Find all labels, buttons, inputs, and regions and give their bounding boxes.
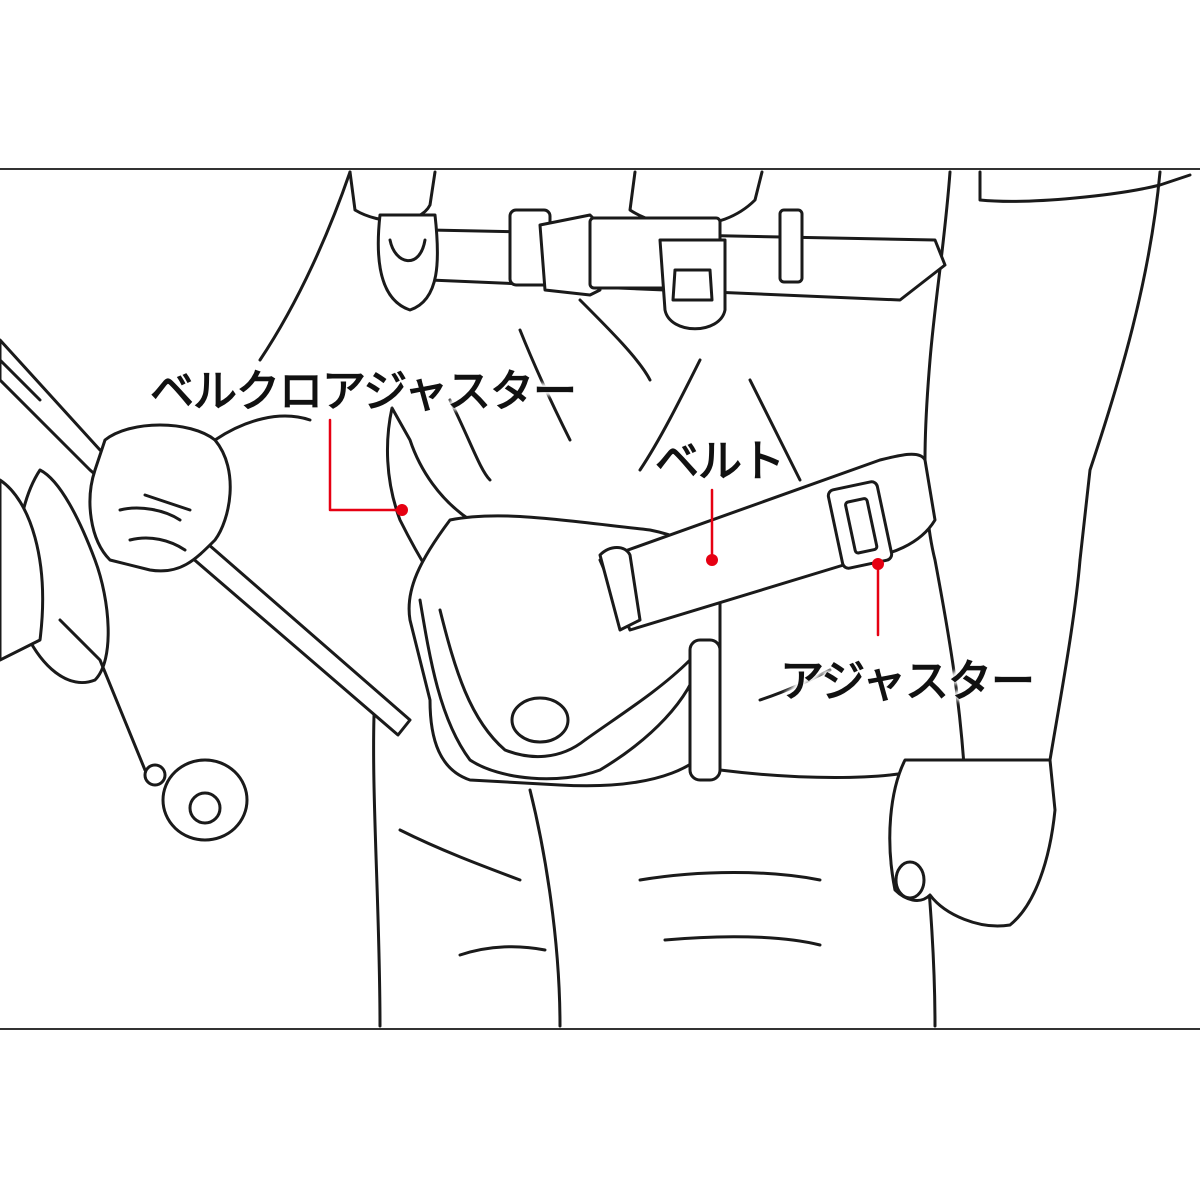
label-adjuster: アジャスター bbox=[780, 656, 1035, 707]
label-belt: ベルト bbox=[655, 436, 785, 487]
leader-velcro-adjuster bbox=[328, 418, 404, 512]
bottom-frame-border bbox=[0, 1028, 1200, 1030]
left-hand bbox=[88, 414, 312, 573]
leader-dot-velcro-adjuster bbox=[396, 504, 408, 516]
top-frame-border bbox=[0, 168, 1200, 170]
label-velcro-adjuster: ベルクロアジャスター bbox=[150, 366, 577, 417]
waist-belt bbox=[376, 208, 947, 331]
fishing-rod bbox=[0, 338, 412, 842]
leader-dot-belt bbox=[706, 554, 718, 566]
belt-strap bbox=[598, 452, 937, 632]
right-hand bbox=[888, 170, 1162, 928]
callout-leaders bbox=[328, 418, 884, 637]
leader-dot-adjuster bbox=[872, 558, 884, 570]
